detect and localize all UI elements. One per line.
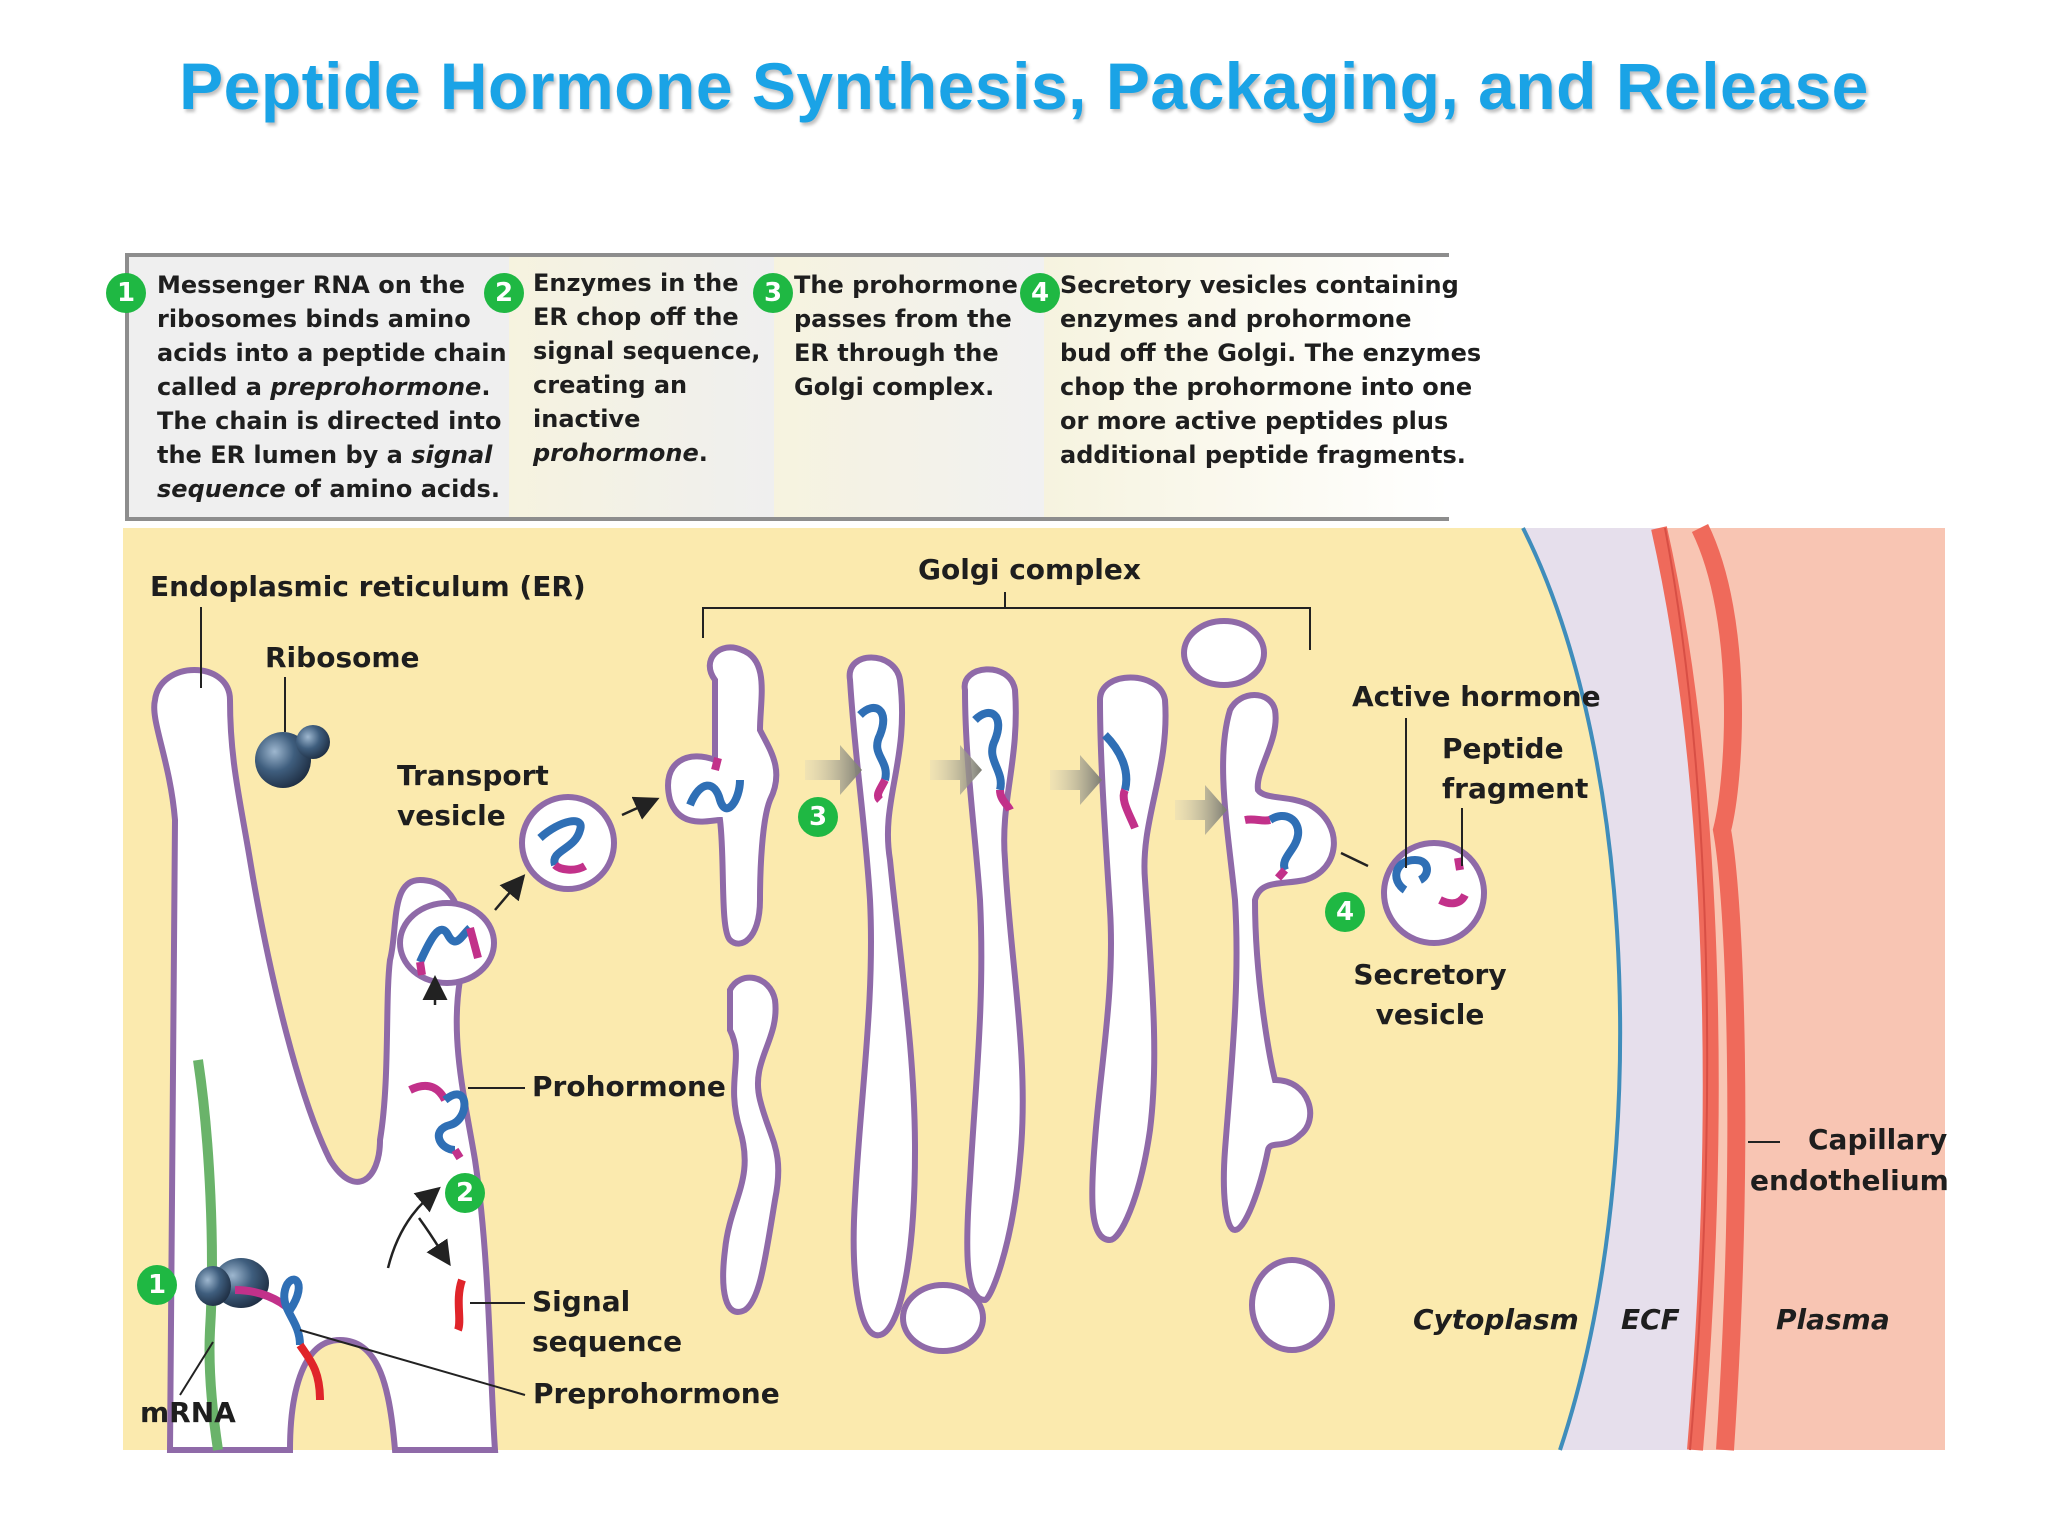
diagram-badge-1: 1	[137, 1265, 177, 1305]
endoplasmic-reticulum	[151, 667, 499, 1453]
diagram-badge-4: 4	[1325, 892, 1365, 932]
step-4-text: Secretory vesicles containing enzymes an…	[1060, 271, 1482, 469]
translating-ribosome-small	[195, 1266, 231, 1306]
cell-membrane	[1521, 527, 1623, 1451]
secretory-vesicle	[1381, 840, 1487, 946]
diagram-badge-2: 2	[445, 1173, 485, 1213]
golgi-cisterna-3	[961, 666, 1026, 1304]
capillary-label-1: Capillary	[1808, 1123, 1948, 1156]
transport-vesicle-label-2: vesicle	[397, 799, 506, 832]
golgi-label: Golgi complex	[918, 553, 1141, 586]
step-1-text: Messenger RNA on the ribosomes binds ami…	[157, 271, 507, 503]
diagram-badge-3: 3	[798, 797, 838, 837]
golgi-flow-arrow-1	[805, 745, 862, 795]
capillary-label-2: endothelium	[1750, 1164, 1949, 1197]
golgi-bracket	[702, 592, 1311, 650]
golgi-vesicle-bottom-1	[900, 1282, 986, 1354]
step-1-panel	[129, 257, 509, 517]
cytoplasm-label: Cytoplasm	[1413, 1303, 1579, 1336]
step-2-badge: 2	[484, 273, 524, 313]
peptide-fragment-label-1: Peptide	[1442, 732, 1564, 765]
cleaved-signal-sequence	[454, 1278, 466, 1332]
golgi-vesicle-bottom-2	[1249, 1257, 1335, 1353]
secretory-vesicle-label-2: vesicle	[1375, 998, 1485, 1031]
step-4-panel	[1044, 257, 1449, 517]
step-3-text: The prohormone passes from the ER throug…	[794, 271, 1018, 401]
secretory-vesicle-label-1: Secretory	[1353, 958, 1507, 991]
capillary-wall-right	[1691, 524, 1746, 1451]
ribosome-small-subunit	[296, 725, 330, 759]
golgi-cisterna-5	[1220, 692, 1337, 1234]
transport-vesicle-label-1: Transport	[397, 759, 549, 792]
golgi-cisterna-1b	[720, 974, 782, 1315]
capillary-wall-left	[1651, 526, 1719, 1451]
peptide-fragment-1	[1438, 892, 1469, 908]
mrna-label: mRNA	[140, 1396, 236, 1429]
step-2-panel	[509, 257, 774, 517]
er-bud-vesicle	[397, 900, 497, 986]
golgi-cisterna-4	[1089, 674, 1169, 1244]
step-2-text: Enzymes in the ER chop off the signal se…	[533, 269, 761, 467]
prohormone-label: Prohormone	[532, 1070, 726, 1103]
golgi-flow-arrow-2	[930, 745, 982, 795]
ecf-label: ECF	[1621, 1303, 1680, 1336]
peptide-fragment-label-2: fragment	[1442, 772, 1589, 805]
preprohormone-label: Preprohormone	[533, 1377, 780, 1410]
ribosome-label: Ribosome	[265, 641, 420, 674]
steps-panel	[125, 253, 1449, 521]
signal-peptide-segment	[296, 1342, 324, 1401]
golgi-flow-arrow-3	[1050, 755, 1102, 805]
golgi-vesicle-top	[1181, 618, 1267, 688]
golgi-flow-arrow-4	[1175, 785, 1227, 835]
active-hormone-peptide	[1392, 855, 1431, 894]
step-4-badge: 4	[1020, 273, 1060, 313]
signal-sequence-label-1: Signal	[532, 1285, 631, 1318]
step-3-panel	[774, 257, 1044, 517]
page-title: Peptide Hormone Synthesis, Packaging, an…	[179, 49, 1869, 123]
step-1-badge: 1	[106, 273, 146, 313]
signal-sequence-label-2: sequence	[532, 1325, 683, 1358]
peptide-fragment-2	[1454, 857, 1464, 871]
er-label: Endoplasmic reticulum (ER)	[150, 570, 586, 603]
plasma-label: Plasma	[1776, 1303, 1890, 1336]
golgi-cisterna-2	[846, 654, 919, 1339]
step-3-badge: 3	[753, 273, 793, 313]
active-hormone-label: Active hormone	[1352, 680, 1601, 713]
